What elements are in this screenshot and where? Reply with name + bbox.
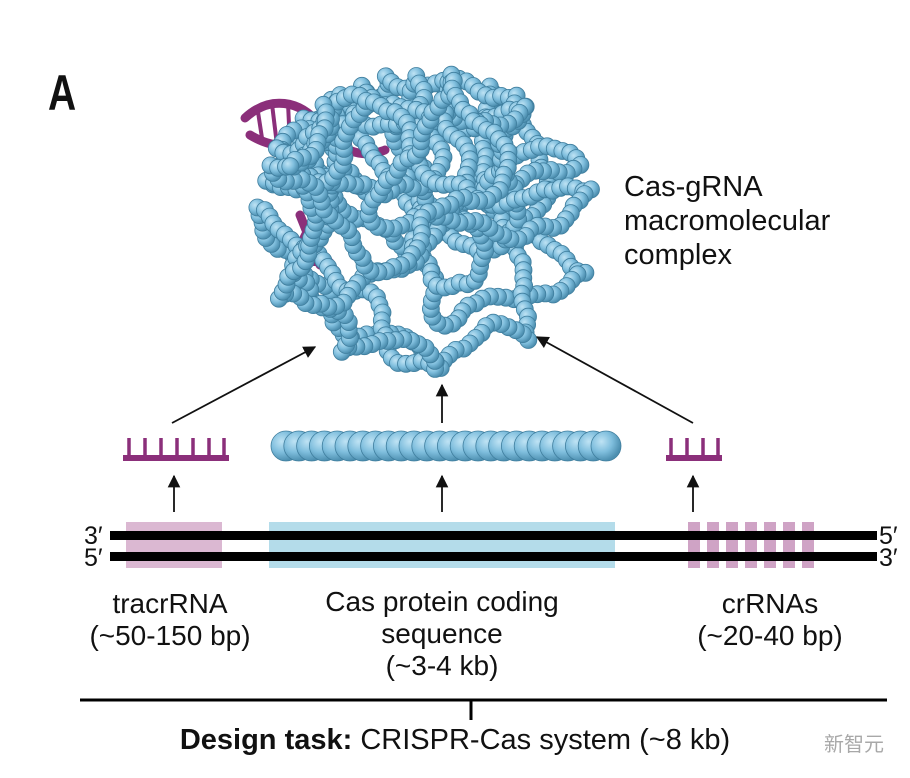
cas-protein-structure — [248, 65, 600, 378]
dna-bottom-strand — [110, 552, 877, 561]
tracrrna-name: tracrRNA — [112, 588, 228, 619]
assembly-arrows — [171, 336, 694, 424]
complex-label-line-1: Cas-gRNA — [624, 171, 763, 203]
cas-protein-name-2: sequence — [381, 618, 503, 649]
design-task-bracket — [80, 698, 887, 720]
complex-label-line-2: macromolecular — [624, 205, 831, 237]
design-task-title: Design task: — [179, 724, 353, 756]
right-bottom-end-label: 3′ — [879, 544, 898, 572]
crrna-rna-icon — [666, 438, 722, 461]
crrnas-size: (~20-40 bp) — [697, 620, 843, 651]
left-bottom-end-label: 5′ — [84, 544, 103, 572]
crrnas-label: crRNAs (~20-40 bp) — [650, 588, 890, 652]
tracrrna-rna-icon — [123, 438, 229, 461]
panel-label: A — [48, 65, 77, 121]
arrow-crrnas-to-complex — [535, 336, 694, 424]
crrna-array-region — [688, 522, 814, 568]
cas-protein-size: (~3-4 kb) — [385, 650, 499, 681]
tracrrna-region — [126, 522, 222, 568]
complex-label: Cas-gRNA macromolecular complex — [624, 170, 830, 272]
design-task-text: CRISPR-Cas system (~8 kb) — [352, 724, 731, 756]
left-top-end-label: 3′ — [84, 522, 103, 550]
cas-coding-region — [269, 522, 615, 568]
crrnas-name: crRNAs — [721, 588, 819, 619]
cas-protein-bead-chain — [270, 430, 622, 462]
arrow-tracrrna-to-complex — [171, 346, 317, 424]
watermark: 新智元 — [824, 734, 884, 756]
tracrrna-label: tracrRNA (~50-150 bp) — [50, 588, 290, 652]
expression-arrows — [167, 474, 700, 512]
cas-protein-label: Cas protein coding sequence (~3-4 kb) — [282, 586, 602, 682]
cas-protein-name-1: Cas protein coding — [325, 586, 559, 617]
design-task-caption: Design task: CRISPR-Cas system (~8 kb) — [0, 722, 910, 758]
dna-top-strand — [110, 531, 877, 540]
right-top-end-label: 5′ — [879, 522, 898, 550]
tracrrna-size: (~50-150 bp) — [89, 620, 251, 651]
complex-label-line-3: complex — [624, 239, 732, 271]
